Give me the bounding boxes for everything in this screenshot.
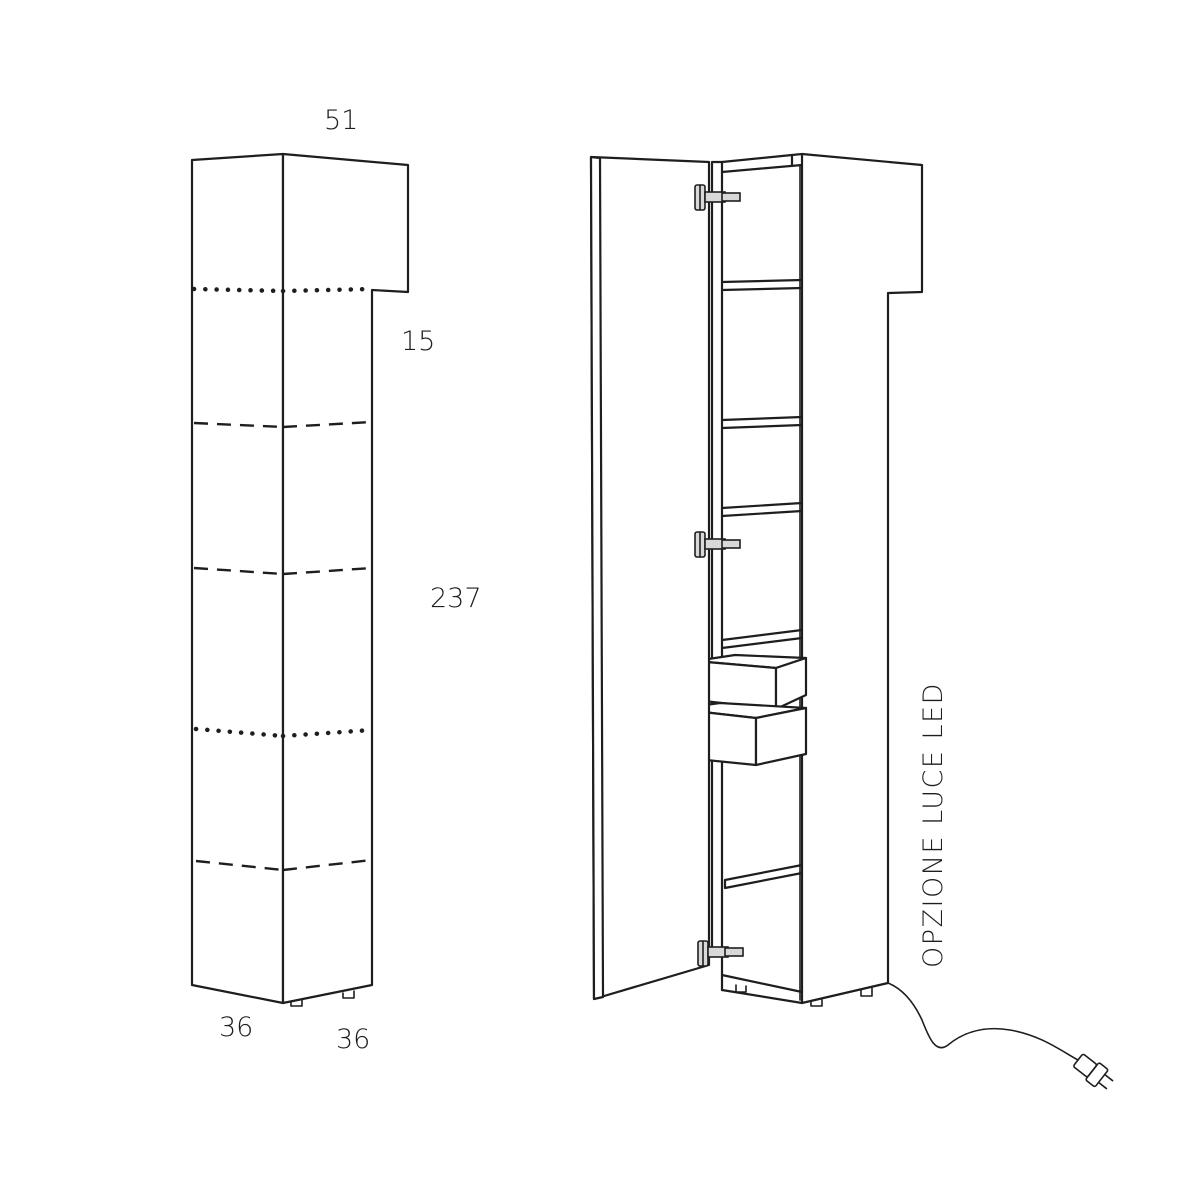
lower-drawer-side: [754, 706, 808, 767]
closed-cabinet-front-face: [190, 152, 285, 1005]
shelf: [720, 415, 804, 430]
drawers: [674, 653, 808, 767]
dashed-division-line: [282, 858, 373, 872]
dimension-total-height-label: 237: [430, 583, 482, 614]
plug-icon: [1073, 1053, 1114, 1090]
open-cabinet-left-panel: [710, 160, 724, 992]
dashed-division-line: [282, 420, 373, 429]
open-cabinet-bottom: [720, 973, 804, 1005]
open-cabinet: [589, 152, 924, 1007]
closed-cabinet-foot: [290, 999, 303, 1007]
closed-cabinet: [190, 152, 410, 1007]
dotted-division-line: [280, 727, 375, 739]
dimension-depth-left-label: 36: [219, 1012, 253, 1043]
cable-icon: [887, 982, 1079, 1061]
hinge[interactable]: [694, 184, 741, 211]
open-door-edge: [589, 155, 605, 1001]
open-cabinet-top: [720, 152, 804, 174]
dashed-division-line: [193, 421, 284, 429]
led-power-cable: [887, 982, 1114, 1090]
dotted-division-line: [191, 286, 286, 294]
dotted-division-line: [193, 726, 286, 739]
hinge[interactable]: [697, 940, 744, 967]
closed-cabinet-side-face: [281, 152, 410, 1005]
open-cabinet-foot: [735, 984, 747, 993]
dimension-depth-right-label: 36: [336, 1024, 370, 1055]
dashed-division-line: [282, 566, 373, 576]
shelf: [720, 501, 804, 518]
dashed-division-line: [195, 859, 284, 872]
open-cabinet-foot: [860, 987, 873, 997]
dimension-top-height-label: 15: [401, 326, 435, 357]
open-cabinet-side-panel: [800, 152, 924, 1005]
dashed-division-line: [193, 566, 284, 576]
open-cabinet-foot: [810, 999, 823, 1007]
upper-drawer: [693, 653, 808, 711]
shelf: [720, 278, 804, 292]
led-option-label: OPZIONE LUCE LED: [918, 682, 949, 968]
closed-cabinet-foot: [342, 990, 355, 999]
shelf: [720, 628, 804, 650]
shelf: [723, 863, 804, 890]
shelves: [720, 278, 804, 890]
hinge[interactable]: [694, 531, 741, 558]
upper-drawer-side: [774, 656, 808, 711]
dimension-width-label: 51: [324, 105, 358, 136]
dotted-division-line: [280, 286, 375, 294]
open-door-front: [589, 155, 711, 1001]
